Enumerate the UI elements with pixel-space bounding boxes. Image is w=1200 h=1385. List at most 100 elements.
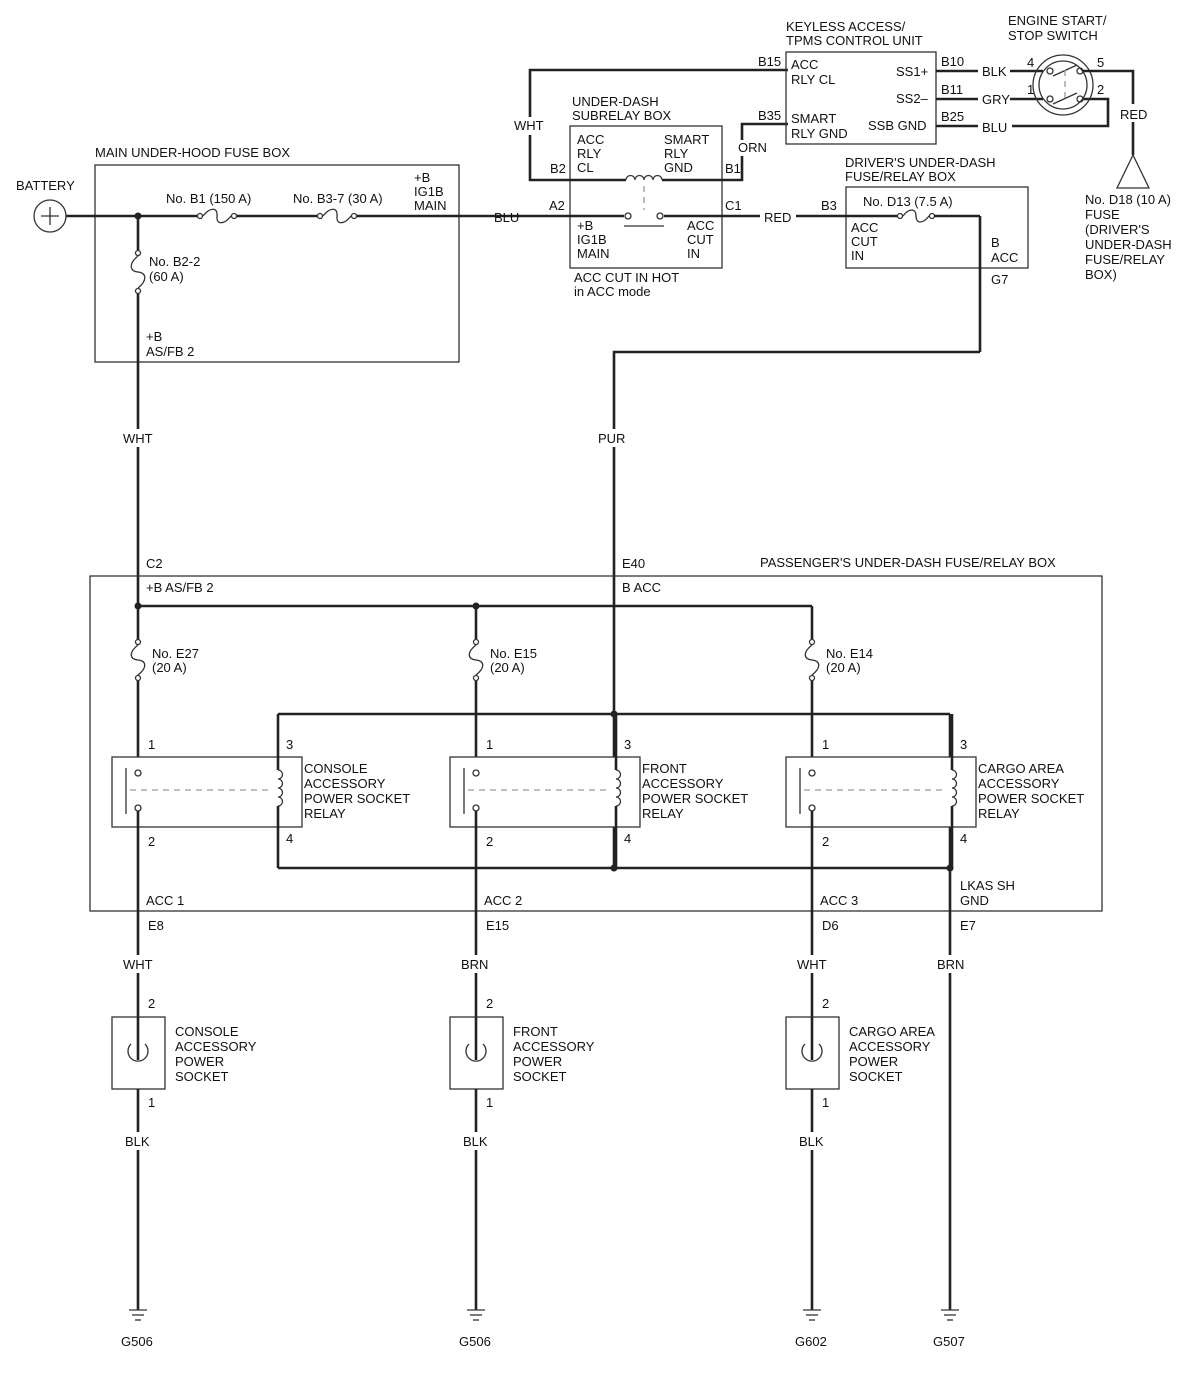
fuse-3-terminal-a [808,638,816,646]
wire-pur-b-acc [612,350,980,870]
socket-3-label-3: POWER [849,1054,898,1069]
pin-a2: A2 [549,198,565,213]
fuse-1-rating: (20 A) [152,660,187,675]
socket-1-wire-top-label: WHT [123,957,153,972]
driver-b-acc-2: ACC [991,250,1018,265]
socket-3-wire-bottom-label: BLK [799,1134,824,1149]
relay-1-pin-2: 2 [148,834,155,849]
socket-3-pin-2: 2 [822,996,829,1011]
relay-1-label-4: RELAY [304,806,346,821]
fuse-3-terminal-b [808,674,816,682]
d18-label-6: BOX) [1085,267,1117,282]
wire-red-d18-label: RED [1120,107,1147,122]
switch-pin-2: 2 [1097,82,1104,97]
start-switch-title-2: STOP SWITCH [1008,28,1098,43]
pin-b11: B11 [941,82,963,97]
relay-3-label-4: RELAY [978,806,1020,821]
ground-lkas-label: G507 [933,1334,965,1349]
subrelay-title-1: UNDER-DASH [572,94,659,109]
relay-1-pin-1: 1 [148,737,155,752]
socket-2-label-2: ACCESSORY [513,1039,595,1054]
subrelay-acc-cut-2: CUT [687,232,714,247]
subrelay-acc-cut-3: IN [687,246,700,261]
wire-orn-label: ORN [738,140,767,155]
ground-2-label: G506 [459,1334,491,1349]
subrelay-box [569,125,723,269]
wire-blu-ssb-label: BLU [982,120,1007,135]
switch-pin-1: 1 [1027,82,1034,97]
main-box-asfb2-2: AS/FB 2 [146,344,194,359]
fuse-b3-7-label: No. B3-7 (30 A) [293,191,383,206]
pin-b1: B1 [725,161,741,176]
passenger-b-acc: B ACC [622,580,661,595]
subrelay-coil [625,174,663,181]
d18-label-1: No. D18 (10 A) [1085,192,1171,207]
relay-3-contact-a [808,769,816,777]
wire-wht-acc-rly-label: WHT [514,118,544,133]
driver-acc-cut-3: IN [851,248,864,263]
switch-pin-4: 4 [1027,55,1034,70]
main-box-ig1b-3: MAIN [414,198,447,213]
passenger-fuse-box [89,575,1103,912]
output-1-pin: E8 [148,918,164,933]
output-3-pin: D6 [822,918,839,933]
relay-3-coil [951,769,958,807]
pin-e7: E7 [960,918,976,933]
socket-2-label-4: SOCKET [513,1069,567,1084]
fuse-b1 [196,208,238,224]
start-switch-title-1: ENGINE START/ [1008,13,1107,28]
subrelay-note-2: in ACC mode [574,284,651,299]
socket-2-pin-1: 1 [486,1095,493,1110]
relay-2-label-1: FRONT [642,761,687,776]
output-1-label: ACC 1 [146,893,184,908]
subrelay-ig1b-1: +B [577,218,593,233]
passenger-lkas-2: GND [960,893,989,908]
relay-1-label-3: POWER SOCKET [304,791,410,806]
subrelay-ig1b-2: IG1B [577,232,607,247]
fuse-1-terminal-a [134,638,142,646]
relay-2-pin-4: 4 [624,831,631,846]
fuse-b2-2 [130,249,146,295]
main-fuse-box [94,164,460,363]
relay-2-pin-2: 2 [486,834,493,849]
socket-3-label-4: SOCKET [849,1069,903,1084]
relay-2-label-4: RELAY [642,806,684,821]
driver-box-title-2: FUSE/RELAY BOX [845,169,956,184]
socket-2-wire-top-label: BRN [461,957,488,972]
keyless-smart-gnd-1: SMART [791,111,836,126]
socket-3-wire-top-label: WHT [797,957,827,972]
relay-1-contact-a [134,769,142,777]
driver-acc-cut-2: CUT [851,234,878,249]
driver-box-title-1: DRIVER'S UNDER-DASH [845,155,996,170]
socket-3-label-1: CARGO AREA [849,1024,935,1039]
ground-3-label: G602 [795,1334,827,1349]
relay-1-box [111,756,303,828]
d18-fuse-symbol [1115,153,1151,189]
d18-label-3: (DRIVER'S [1085,222,1150,237]
passenger-box-title: PASSENGER'S UNDER-DASH FUSE/RELAY BOX [760,555,1056,570]
relay-3-label-1: CARGO AREA [978,761,1064,776]
wire-pur-label: PUR [598,431,625,446]
socket-2-pin-2: 2 [486,996,493,1011]
d18-label-4: UNDER-DASH [1085,237,1172,252]
subrelay-title-2: SUBRELAY BOX [572,108,672,123]
fuse-2-terminal-b [472,674,480,682]
keyless-ssb-gnd: SSB GND [868,118,927,133]
relay-2-pin-3: 3 [624,737,631,752]
passenger-asfb2: +B AS/FB 2 [146,580,214,595]
subrelay-acc-cut-1: ACC [687,218,714,233]
driver-fuse-box [845,186,1029,269]
relay-2-pin-1: 1 [486,737,493,752]
socket-2-label-1: FRONT [513,1024,558,1039]
switch-pin-5: 5 [1097,55,1104,70]
fuse-1 [130,644,146,676]
subrelay-ig1b-3: MAIN [577,246,610,261]
passenger-lkas-1: LKAS SH [960,878,1015,893]
relay-3-pin-3: 3 [960,737,967,752]
socket-2-wire-bottom-label: BLK [463,1134,488,1149]
keyless-acc-rly-1: ACC [791,57,818,72]
socket-2-label-3: POWER [513,1054,562,1069]
wire-red-c1-label: RED [764,210,791,225]
fuse-3 [804,644,820,676]
